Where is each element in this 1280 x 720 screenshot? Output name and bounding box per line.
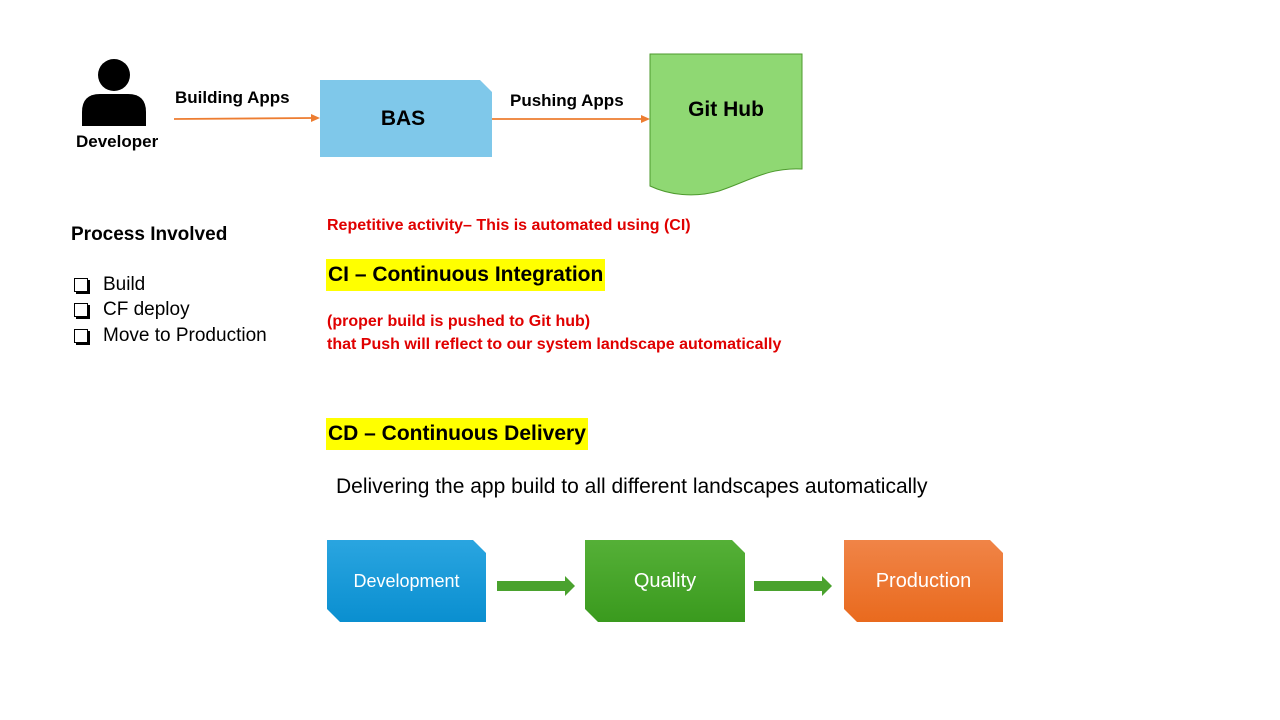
checkbox-icon <box>74 277 88 292</box>
stage-arrow-2 <box>754 576 832 596</box>
cd-heading: CD – Continuous Delivery <box>326 418 588 450</box>
stage-label: Production <box>875 569 972 592</box>
ci-line-1: (proper build is pushed to Git hub) <box>327 313 591 330</box>
ci-note: Repetitive activity– This is automated u… <box>327 217 691 234</box>
pushing-apps-arrow <box>492 115 650 123</box>
stage-production: Production <box>844 540 1003 622</box>
stage-label: Quality <box>633 569 697 592</box>
stage-label: Development <box>353 570 460 591</box>
ci-line-2: that Push will reflect to our system lan… <box>327 336 782 353</box>
process-title: Process Involved <box>71 224 228 245</box>
building-apps-arrow <box>173 114 320 122</box>
stage-development: Development <box>327 540 486 622</box>
pushing-apps-label: Pushing Apps <box>510 91 624 110</box>
process-item: CF deploy <box>73 298 267 324</box>
process-item: Build <box>73 272 267 298</box>
process-list: Build CF deploy Move to Production <box>73 272 267 349</box>
checkbox-icon <box>74 328 88 343</box>
checkbox-icon <box>74 303 88 318</box>
bas-label: BAS <box>380 106 426 130</box>
ci-heading: CI – Continuous Integration <box>326 259 606 291</box>
stage-arrow-1 <box>497 576 575 596</box>
person-icon <box>82 59 146 126</box>
developer-label: Developer <box>76 132 159 151</box>
building-apps-label: Building Apps <box>175 88 290 107</box>
bas-box <box>320 80 492 157</box>
cd-description: Delivering the app build to all differen… <box>336 475 928 498</box>
process-item: Move to Production <box>73 323 267 349</box>
github-label: Git Hub <box>688 98 764 121</box>
github-document-shape <box>649 53 803 196</box>
stage-quality: Quality <box>585 540 745 622</box>
